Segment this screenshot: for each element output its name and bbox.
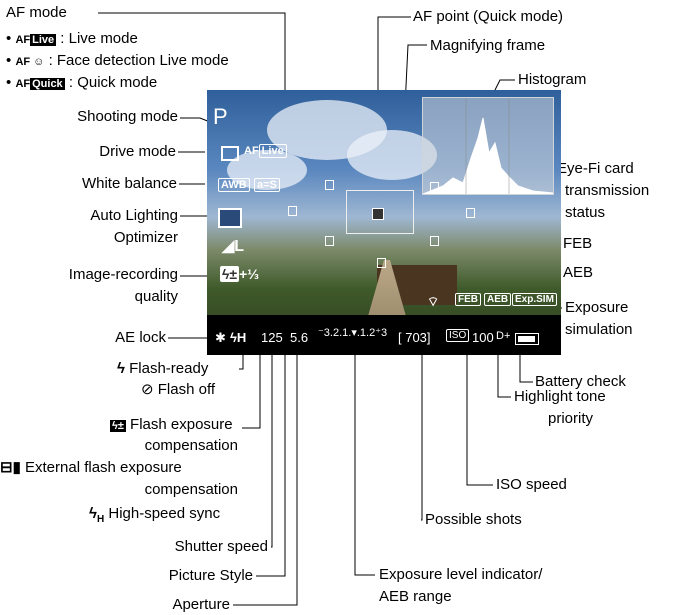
battery-icon (515, 333, 539, 345)
af-point (377, 258, 386, 268)
iso-badge: ISO (446, 329, 470, 342)
flash-comp-row: ϟ± Flash exposure (110, 416, 233, 435)
flash-status-glyph: ϟH (230, 330, 247, 345)
af-point (288, 206, 297, 216)
picture-style-icon: a=S (254, 178, 280, 192)
highlight-indicator: D+ (496, 330, 511, 342)
high-speed-sync-row: ϟH High-speed sync (89, 505, 220, 529)
af-quick-text: : Quick mode (68, 74, 158, 91)
alo-icon (218, 208, 242, 228)
shutter-speed-value: 125 (261, 330, 283, 345)
histogram-panel (422, 97, 554, 195)
ae-lock-label: AE lock (115, 329, 166, 346)
picture-style-label: Picture Style (168, 567, 253, 584)
aperture-label: Aperture (172, 596, 230, 613)
af-badge: AF (244, 145, 259, 157)
af-point (466, 208, 475, 218)
flash-off-icon: ⊘ (141, 381, 154, 398)
battery-check-label: Battery check (535, 373, 626, 390)
af-face-text: : Face detection Live mode (48, 52, 229, 69)
image-quality-label-1: Image-recording (68, 266, 178, 283)
histogram-label: Histogram (518, 71, 587, 88)
camera-lcd-screen (207, 90, 561, 355)
exposure-sim-label-2: simulation (565, 321, 633, 338)
exposure-level-label-2: AEB range (379, 588, 452, 605)
aeb-indicator: AEB (484, 293, 512, 306)
possible-shots-value: [ 703] (398, 330, 431, 345)
eyefi-label-1: Eye-Fi card (557, 160, 634, 177)
flash-ready-row: ϟ Flash-ready (117, 360, 208, 378)
af-point (325, 180, 334, 190)
magnifying-frame (346, 190, 414, 234)
af-face-row: • AF ☺ : Face detection Live mode (6, 52, 229, 69)
white-balance-label: White balance (81, 175, 177, 192)
aperture-value: 5.6 (290, 330, 309, 345)
image-quality-label-2: quality (134, 288, 178, 305)
exposure-sim-label-1: Exposure (565, 299, 629, 316)
af-point (430, 236, 439, 246)
shutter-speed-label: Shutter speed (174, 538, 268, 555)
af-live-text: : Live mode (60, 30, 138, 47)
eyefi-label-3: status (565, 204, 606, 221)
iso-speed-label: ISO speed (496, 476, 567, 493)
white-balance-icon: AWB (218, 178, 250, 192)
af-point-label: AF point (Quick mode) (413, 8, 564, 25)
flash-comp-text-2: compensation (144, 437, 238, 454)
iso-value: 100 (472, 330, 494, 345)
external-flash-icon: ⊟▮ (0, 459, 21, 476)
feb-indicator: FEB (455, 293, 481, 306)
aeb-label: AEB (563, 264, 594, 281)
eyefi-icon: ⌔ (427, 294, 440, 309)
exposure-level-label-1: Exposure level indicator/ (379, 566, 543, 583)
flash-off-text: Flash off (157, 381, 216, 398)
ext-flash-row: ⊟▮ External flash exposure (0, 459, 182, 477)
high-speed-sync-icon: ϟH (89, 505, 105, 525)
drive-mode-label: Drive mode (99, 143, 176, 160)
image-quality-icon: ◢L (222, 238, 245, 255)
high-speed-sync-text: High-speed sync (108, 505, 221, 522)
flash-ready-icon: ϟ (117, 360, 125, 377)
shooting-mode-label: Shooting mode (77, 108, 178, 125)
drive-mode-icon (221, 146, 239, 161)
magnifying-frame-label: Magnifying frame (430, 37, 546, 54)
possible-shots-label: Possible shots (425, 511, 522, 528)
flash-comp-value: +⅓ (239, 266, 259, 282)
ae-lock-glyph: ✱ (215, 330, 226, 345)
af-point (325, 236, 334, 246)
flash-off-row: ⊘ Flash off (141, 381, 215, 399)
feb-label: FEB (563, 235, 593, 252)
af-mode-label: AF mode (6, 4, 67, 21)
exposure-sim-indicator: Exp.SIM (512, 293, 557, 306)
highlight-label-1: Highlight tone (514, 388, 606, 405)
af-badge-live: Live (258, 144, 287, 158)
lcd-status-bar (207, 315, 561, 355)
alo-label-2: Optimizer (113, 229, 178, 246)
flash-ready-text: Flash-ready (129, 360, 209, 377)
exposure-scale: ⁻3.2.1.▾.1.2⁺3 (318, 327, 388, 339)
flash-comp-indicator: ϟ±+⅓ (220, 266, 259, 282)
af-point (430, 182, 439, 192)
alo-label-1: Auto Lighting (90, 207, 178, 224)
eyefi-label-2: transmission (565, 182, 650, 199)
af-point-marker (372, 208, 384, 220)
shooting-mode-value: P (213, 104, 228, 129)
ext-flash-text-1: External flash exposure (25, 459, 182, 476)
ext-flash-text-2: compensation (144, 481, 238, 498)
flash-comp-icon: ϟ± (110, 420, 126, 432)
flash-comp-text-1: Flash exposure (130, 416, 233, 433)
highlight-label-2: priority (548, 410, 594, 427)
